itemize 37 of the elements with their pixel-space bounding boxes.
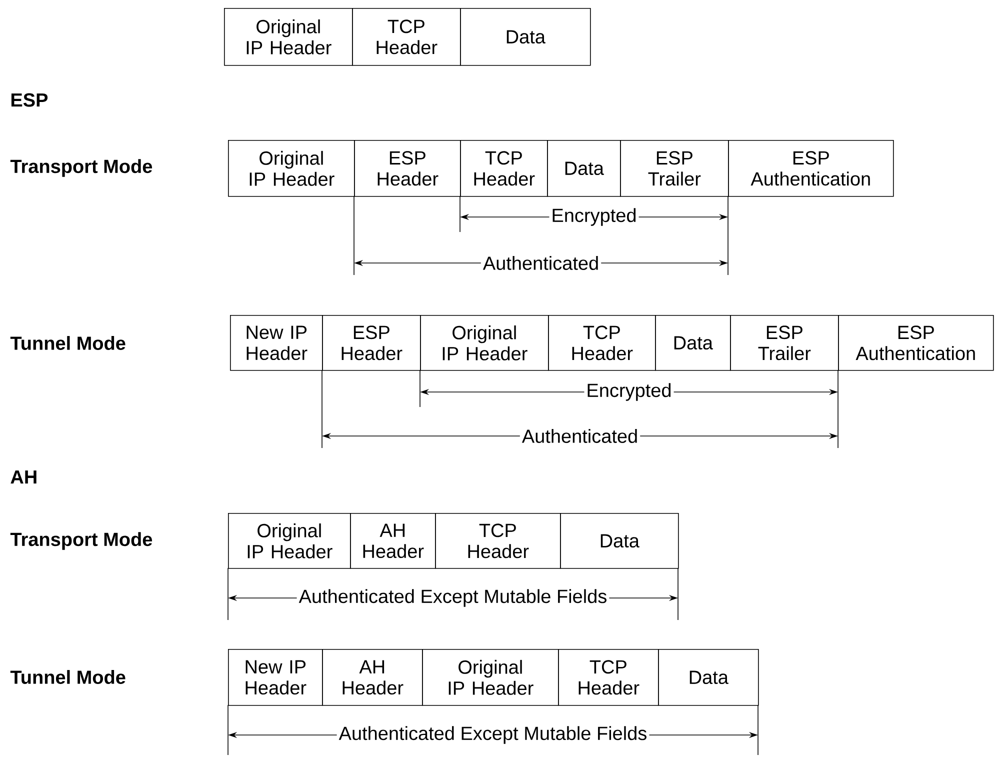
- row-label: Tunnel Mode: [10, 336, 126, 350]
- header-field: Data: [460, 8, 591, 66]
- dimension-label: Authenticated: [520, 427, 640, 445]
- header-field: ESP Header: [354, 140, 461, 197]
- header-field: Original IP Header: [422, 649, 559, 706]
- header-field: TCP Header: [460, 140, 548, 197]
- header-field: ESP Header: [322, 315, 421, 371]
- header-field: ESP Trailer: [620, 140, 729, 197]
- header-field: New IP Header: [230, 315, 323, 371]
- header-field: ESP Trailer: [730, 315, 839, 371]
- dimension-label: Authenticated: [480, 254, 602, 272]
- header-field: TCP Header: [558, 649, 659, 706]
- header-field: ESP Authentication: [838, 315, 994, 371]
- row-label: Tunnel Mode: [10, 670, 126, 684]
- header-field: Original IP Header: [420, 315, 549, 371]
- row-label: ESP: [11, 93, 48, 107]
- header-field: ESP Authentication: [728, 140, 894, 197]
- header-field: Data: [655, 315, 731, 371]
- header-field: TCP Header: [548, 315, 656, 371]
- dimension-label: Encrypted: [549, 206, 639, 228]
- row-label: AH: [10, 470, 36, 484]
- header-field: AH Header: [350, 513, 436, 569]
- header-field: AH Header: [322, 649, 423, 706]
- header-field: Data: [560, 513, 679, 569]
- header-field: Original IP Header: [224, 8, 353, 66]
- header-field: Data: [658, 649, 759, 706]
- header-field: Data: [547, 140, 621, 197]
- dimension-label: Authenticated Except Mutable Fields: [336, 724, 650, 746]
- header-field: New IP Header: [228, 649, 323, 706]
- header-field: TCP Header: [352, 8, 461, 66]
- row-label: Transport Mode: [10, 159, 152, 177]
- header-field: Original IP Header: [228, 140, 355, 197]
- header-field: Original IP Header: [228, 513, 351, 569]
- dimension-label: Authenticated Except Mutable Fields: [296, 587, 610, 609]
- row-label: Transport Mode: [10, 532, 152, 550]
- dimension-label: Encrypted: [584, 381, 674, 403]
- header-field: TCP Header: [435, 513, 561, 569]
